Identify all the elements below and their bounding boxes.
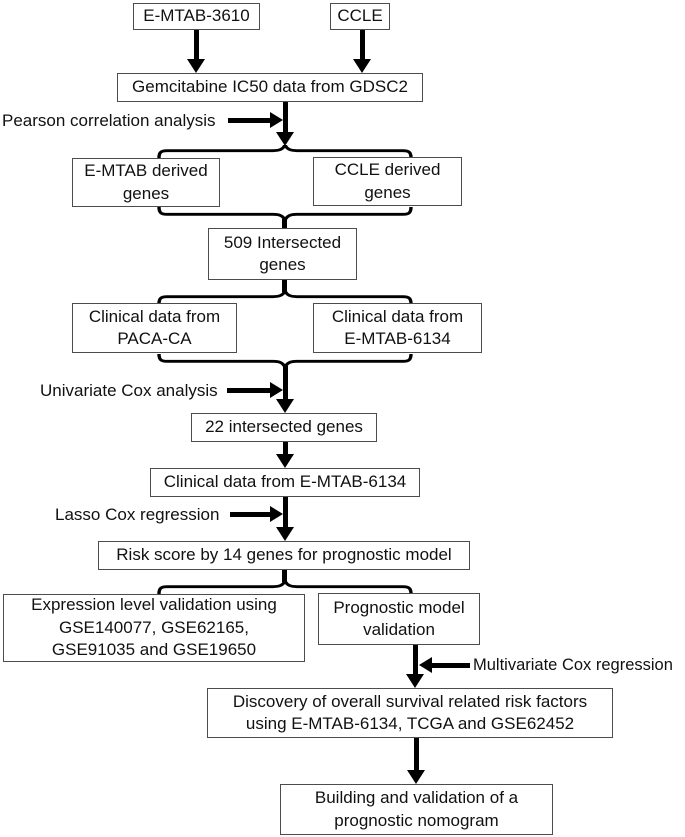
merge-brace-clinical-data	[157, 354, 413, 367]
node-discovery-risk-factors: Discovery of overall survival related ri…	[207, 688, 613, 738]
down-arrow-clinical-to-risk	[276, 497, 294, 541]
right-arrow-univariate	[227, 382, 283, 398]
node-emtab-derived-genes: E-MTAB derived genes	[72, 158, 220, 207]
split-brace-validation	[157, 581, 413, 594]
label-lasso-cox: Lasso Cox regression	[55, 505, 220, 524]
label-univariate-cox: Univariate Cox analysis	[40, 381, 218, 400]
node-prognostic-nomogram: Building and validation of a prognostic …	[280, 784, 553, 835]
label-pearson-correlation: Pearson correlation analysis	[2, 111, 216, 130]
down-arrow-validation-to-discovery	[406, 645, 424, 688]
merge-brace-derived-genes	[157, 207, 413, 220]
node-509-intersected-genes: 509 Intersected genes	[208, 228, 357, 280]
down-arrow-emtab-to-gdsc2	[187, 30, 205, 73]
stem-509-to-split	[282, 280, 287, 292]
node-expression-level-validation: Expression level validation using GSE140…	[3, 594, 305, 662]
right-arrow-lasso	[230, 506, 283, 522]
down-arrow-22-to-clinical	[276, 442, 294, 468]
down-arrow-ccle-to-gdsc2	[353, 30, 371, 73]
label-multivariate-cox: Multivariate Cox regression	[473, 656, 673, 674]
down-arrow-discovery-to-nomogram	[407, 738, 425, 784]
down-arrow-to-22-genes	[276, 366, 294, 413]
left-arrow-multivariate	[419, 657, 470, 673]
stem-risk-to-split	[282, 570, 287, 582]
split-brace-derived-genes	[157, 145, 413, 158]
node-ccle: CCLE	[330, 3, 390, 30]
down-arrow-gdsc2-to-split	[276, 102, 294, 146]
node-clinical-paca-ca: Clinical data from PACA-CA	[72, 303, 237, 353]
node-risk-score-model: Risk score by 14 genes for prognostic mo…	[98, 541, 470, 570]
node-22-intersected-genes: 22 intersected genes	[191, 413, 377, 442]
node-emtab-3610: E-MTAB-3610	[133, 3, 260, 30]
node-prognostic-model-validation: Prognostic model validation	[318, 593, 480, 645]
stem-merge-to-509	[282, 219, 287, 229]
node-ccle-derived-genes: CCLE derived genes	[313, 157, 462, 206]
split-brace-clinical-data	[157, 291, 413, 304]
node-clinical-emtab-6134: Clinical data from E-MTAB-6134	[313, 303, 482, 353]
node-gdsc2-ic50-data: Gemcitabine IC50 data from GDSC2	[117, 73, 423, 102]
right-arrow-pearson	[228, 112, 283, 128]
node-clinical-emtab-6134-single: Clinical data from E-MTAB-6134	[150, 468, 420, 497]
